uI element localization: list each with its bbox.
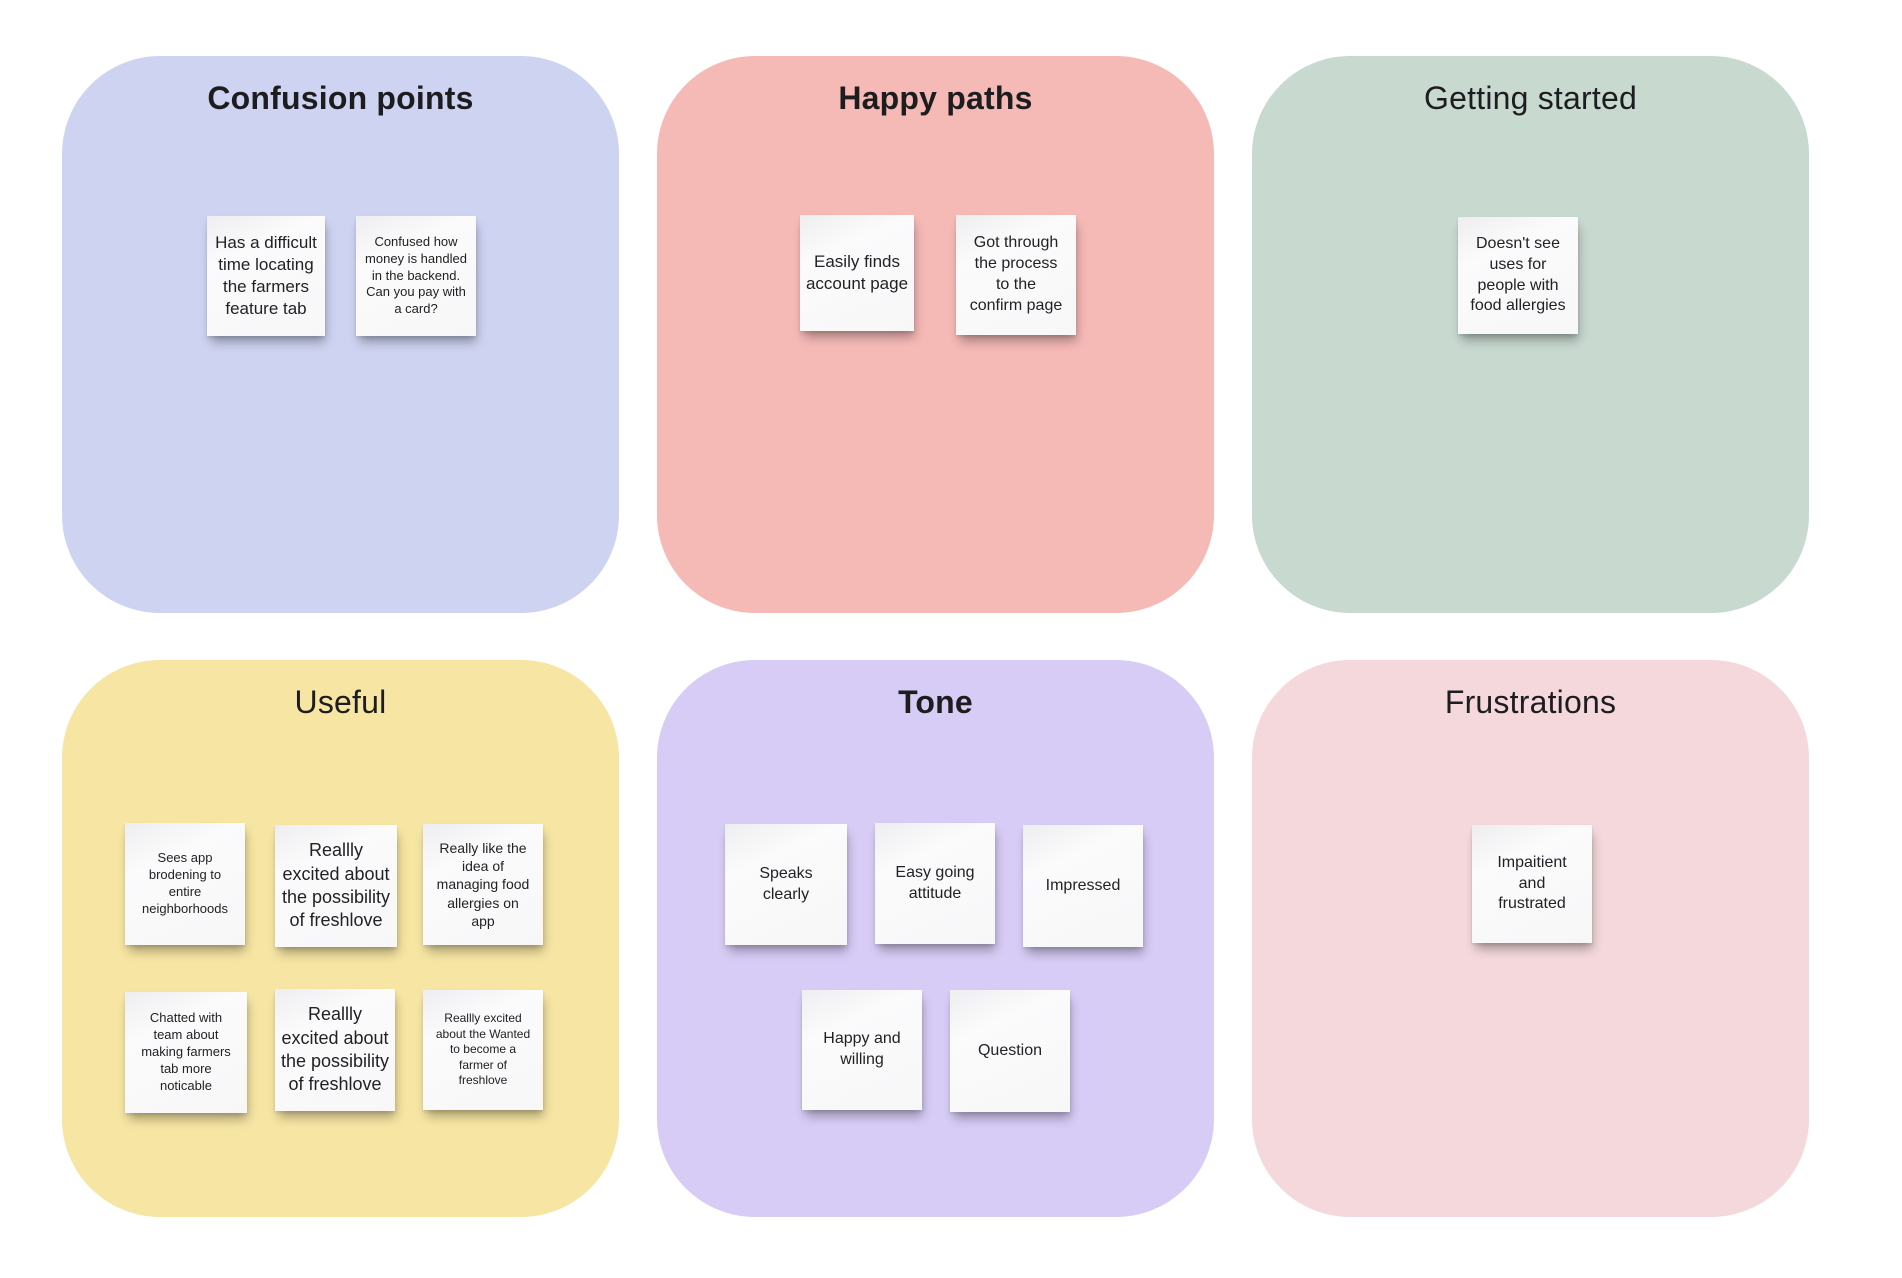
sticky-note[interactable]: Happy and willing bbox=[802, 990, 922, 1110]
section-frustrations[interactable]: Frustrations Impaitient and frustrated bbox=[1252, 660, 1809, 1217]
sticky-note-text: Doesn't see uses for people with food al… bbox=[1470, 234, 1566, 315]
sticky-note-text: Reallly excited about the Wanted to beco… bbox=[435, 1011, 531, 1088]
sticky-note-text: Question bbox=[977, 1041, 1043, 1059]
sticky-note-text: Easily finds account page bbox=[805, 251, 909, 293]
sticky-note[interactable]: Impressed bbox=[1023, 825, 1143, 947]
sticky-note[interactable]: Reallly excited about the Wanted to beco… bbox=[423, 990, 543, 1110]
section-getting-started[interactable]: Getting started Doesn't see uses for peo… bbox=[1252, 56, 1809, 613]
sticky-note[interactable]: Has a difficult time locating the farmer… bbox=[207, 216, 325, 336]
sticky-note-text: Has a difficult time locating the farmer… bbox=[215, 232, 317, 319]
section-happy-paths[interactable]: Happy paths Easily finds account page Got… bbox=[657, 56, 1214, 613]
section-confusion-points[interactable]: Confusion points Has a difficult time lo… bbox=[62, 56, 619, 613]
sticky-note-text: Easy going attitude bbox=[895, 863, 975, 902]
notes-layer: Easily finds account page Got through the… bbox=[657, 56, 1214, 613]
notes-layer: Sees app brodening to entire neighborhoo… bbox=[62, 660, 619, 1217]
sticky-note-text: Reallly excited about the possibility of… bbox=[280, 1004, 390, 1095]
section-title[interactable]: Frustrations bbox=[1444, 684, 1617, 720]
sticky-note[interactable]: Question bbox=[950, 990, 1070, 1112]
sticky-note[interactable]: Speaks clearly bbox=[725, 824, 847, 945]
sticky-note[interactable]: Really like the idea of managing food al… bbox=[423, 824, 543, 945]
section-title[interactable]: Confusion points bbox=[207, 80, 474, 116]
section-title[interactable]: Useful bbox=[294, 684, 387, 720]
sticky-note-text: Confused how money is handled in the bac… bbox=[365, 233, 467, 317]
section-title[interactable]: Tone bbox=[898, 684, 973, 720]
notes-layer: Impaitient and frustrated bbox=[1252, 660, 1809, 1217]
section-title[interactable]: Happy paths bbox=[838, 80, 1033, 116]
sticky-note[interactable]: Doesn't see uses for people with food al… bbox=[1458, 217, 1578, 334]
section-title[interactable]: Getting started bbox=[1424, 80, 1637, 116]
section-tone[interactable]: Tone Speaks clearly Easy going attitude Im… bbox=[657, 660, 1214, 1217]
notes-layer: Has a difficult time locating the farmer… bbox=[62, 56, 619, 613]
sticky-note-text: Speaks clearly bbox=[759, 864, 813, 903]
sticky-note[interactable]: Sees app brodening to entire neighborhoo… bbox=[125, 823, 245, 945]
sticky-note-text: Impressed bbox=[1045, 876, 1121, 894]
sticky-note-text: Sees app brodening to entire neighborhoo… bbox=[141, 850, 229, 916]
sticky-note[interactable]: Easily finds account page bbox=[800, 215, 914, 331]
sticky-note-text: Got through the process to the confirm p… bbox=[969, 234, 1063, 314]
sticky-note[interactable]: Impaitient and frustrated bbox=[1472, 825, 1592, 943]
sticky-note-text: Reallly excited about the possibility of… bbox=[281, 840, 391, 931]
notes-layer: Doesn't see uses for people with food al… bbox=[1252, 56, 1809, 613]
sticky-note-text: Impaitient and frustrated bbox=[1497, 853, 1567, 913]
sticky-note[interactable]: Chatted with team about making farmers t… bbox=[125, 992, 247, 1113]
sticky-note-text: Chatted with team about making farmers t… bbox=[141, 1010, 231, 1093]
sticky-note-text: Happy and willing bbox=[823, 1030, 901, 1068]
sticky-note[interactable]: Confused how money is handled in the bac… bbox=[356, 216, 476, 336]
sticky-note[interactable]: Easy going attitude bbox=[875, 823, 995, 944]
sticky-note-text: Really like the idea of managing food al… bbox=[436, 840, 530, 929]
section-useful[interactable]: Useful Sees app brodening to entire neig… bbox=[62, 660, 619, 1217]
sticky-note[interactable]: Reallly excited about the possibility of… bbox=[275, 825, 397, 947]
sticky-note[interactable]: Reallly excited about the possibility of… bbox=[275, 989, 395, 1111]
notes-layer: Speaks clearly Easy going attitude Impress… bbox=[657, 660, 1214, 1217]
sticky-note[interactable]: Got through the process to the confirm p… bbox=[956, 215, 1076, 335]
